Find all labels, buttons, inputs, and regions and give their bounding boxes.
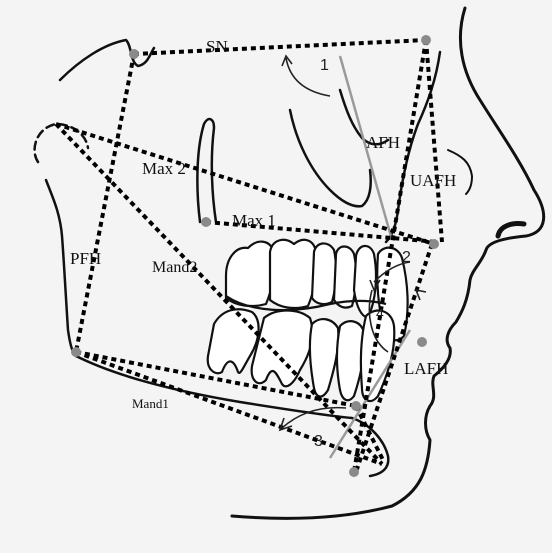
upper-molar-2 <box>270 240 317 308</box>
lower-molar-2 <box>252 311 313 387</box>
angle-number-4: 4 <box>376 305 384 321</box>
upper-premolar-2 <box>334 247 356 308</box>
label-max2: Max 2 <box>142 159 186 178</box>
lower-molar-1 <box>208 309 259 373</box>
lower-premolar-1 <box>310 319 339 397</box>
label-pfh: PFH <box>70 249 101 268</box>
upper-premolar-1 <box>312 243 336 304</box>
sn-line <box>134 40 426 54</box>
label-max1: Max 1 <box>232 211 276 230</box>
upper-molar-1 <box>226 242 275 306</box>
label-lafh: LAFH <box>404 359 448 378</box>
upper-canine <box>354 246 376 318</box>
label-mand2: Mand2 <box>152 259 197 276</box>
label-uafh: UAFH <box>410 171 456 190</box>
pns-point <box>201 217 211 227</box>
lower-incisor-point <box>417 337 427 347</box>
ans-point <box>429 239 439 249</box>
mandibular-ramus <box>46 180 76 356</box>
sella-turcica <box>60 40 154 80</box>
angle-number-2: 2 <box>402 249 411 266</box>
label-sn: SN <box>206 37 228 56</box>
condyle <box>35 124 88 162</box>
menton-point <box>349 467 359 477</box>
label-mand1: Mand1 <box>132 396 169 411</box>
angle-number-3: 3 <box>314 433 323 450</box>
angle-number-1: 1 <box>320 57 329 74</box>
sella-ramus-line <box>76 54 134 352</box>
alar-curl <box>498 224 524 237</box>
gonion-point <box>71 347 81 357</box>
label-afh: AFH <box>366 133 400 152</box>
nasion-point <box>421 35 431 45</box>
b-point <box>351 401 361 411</box>
sella-point <box>129 49 139 59</box>
nasion-ans-line <box>426 40 442 242</box>
